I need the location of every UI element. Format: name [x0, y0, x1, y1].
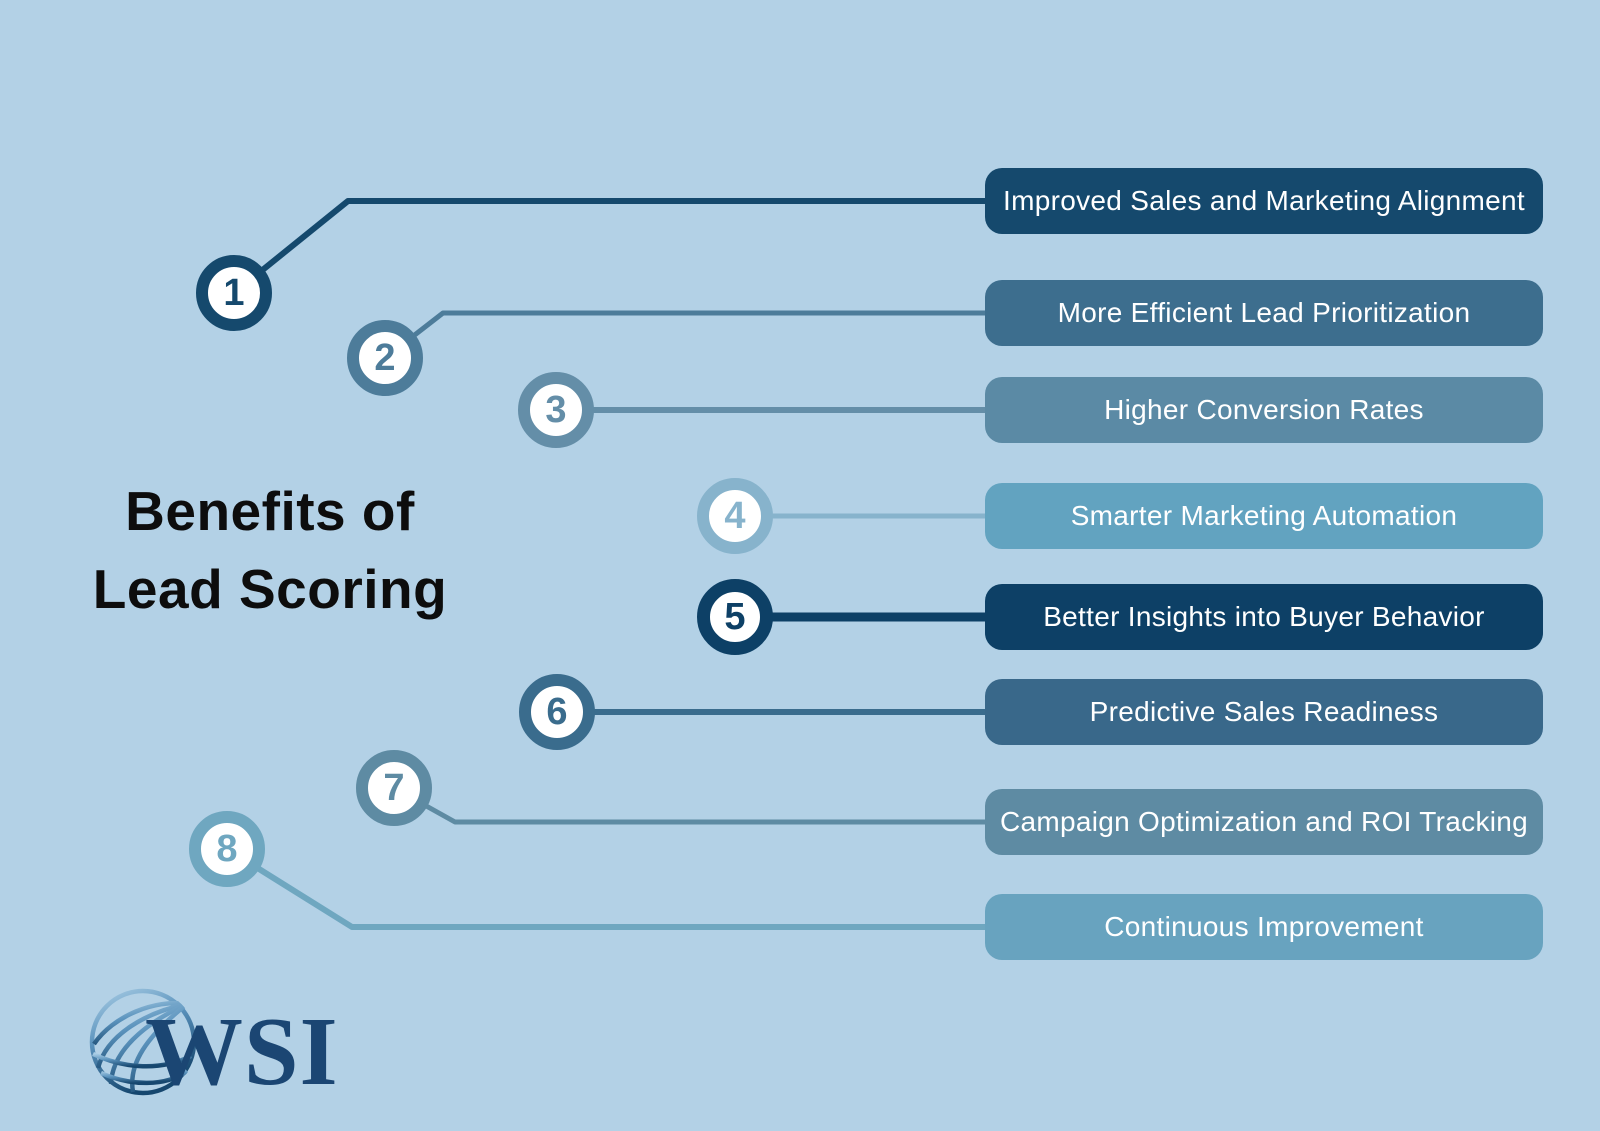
benefit-label: More Efficient Lead Prioritization	[1057, 297, 1471, 328]
wsi-logo: WSI	[89, 988, 339, 1105]
step-circle-6: 6	[519, 674, 595, 750]
step-number: 4	[724, 494, 746, 537]
benefit-box-5: Better Insights into Buyer Behavior	[985, 584, 1543, 650]
benefit-label: Campaign Optimization and ROI Tracking	[999, 806, 1529, 837]
benefit-label: Continuous Improvement	[1104, 911, 1424, 942]
connector-line-7	[392, 785, 1000, 825]
connector-line-1	[232, 198, 1000, 296]
step-number: 6	[546, 690, 568, 733]
benefit-label: Improved Sales and Marketing Alignment	[1003, 185, 1525, 216]
step-circle-5: 5	[697, 579, 773, 655]
page-title-line-1: Benefits of	[125, 480, 415, 542]
benefit-box-7: Campaign Optimization and ROI Tracking	[985, 789, 1543, 855]
benefit-box-1: Improved Sales and Marketing Alignment	[985, 168, 1543, 234]
step-circle-4: 4	[697, 478, 773, 554]
benefit-box-3: Higher Conversion Rates	[985, 377, 1543, 443]
benefit-box-2: More Efficient Lead Prioritization	[985, 280, 1543, 346]
step-circle-8: 8	[189, 811, 265, 887]
page-title-line-2: Lead Scoring	[92, 558, 448, 621]
benefit-label: Smarter Marketing Automation	[1070, 500, 1458, 531]
connector-line-2	[383, 310, 1000, 360]
step-number: 1	[223, 271, 245, 314]
step-circle-3: 3	[518, 372, 594, 448]
connector-line-8	[225, 846, 1000, 930]
step-circle-1: 1	[196, 255, 272, 331]
benefit-label: Better Insights into Buyer Behavior	[1043, 601, 1485, 632]
benefit-box-6: Predictive Sales Readiness	[985, 679, 1543, 745]
step-number: 5	[724, 595, 746, 638]
benefit-box-4: Smarter Marketing Automation	[985, 483, 1543, 549]
step-number: 7	[383, 766, 405, 809]
benefit-box-8: Continuous Improvement	[985, 894, 1543, 960]
step-number: 3	[545, 388, 567, 431]
benefit-label: Higher Conversion Rates	[1104, 394, 1424, 425]
step-number: 2	[374, 336, 396, 379]
wsi-globe-icon	[89, 988, 197, 1096]
step-circle-2: 2	[347, 320, 423, 396]
wsi-logo-text: WSI	[145, 998, 339, 1105]
step-circle-7: 7	[356, 750, 432, 826]
step-number: 8	[216, 827, 238, 870]
benefit-label: Predictive Sales Readiness	[1089, 696, 1439, 727]
page-title: Benefits of Lead Scoring	[40, 472, 500, 628]
